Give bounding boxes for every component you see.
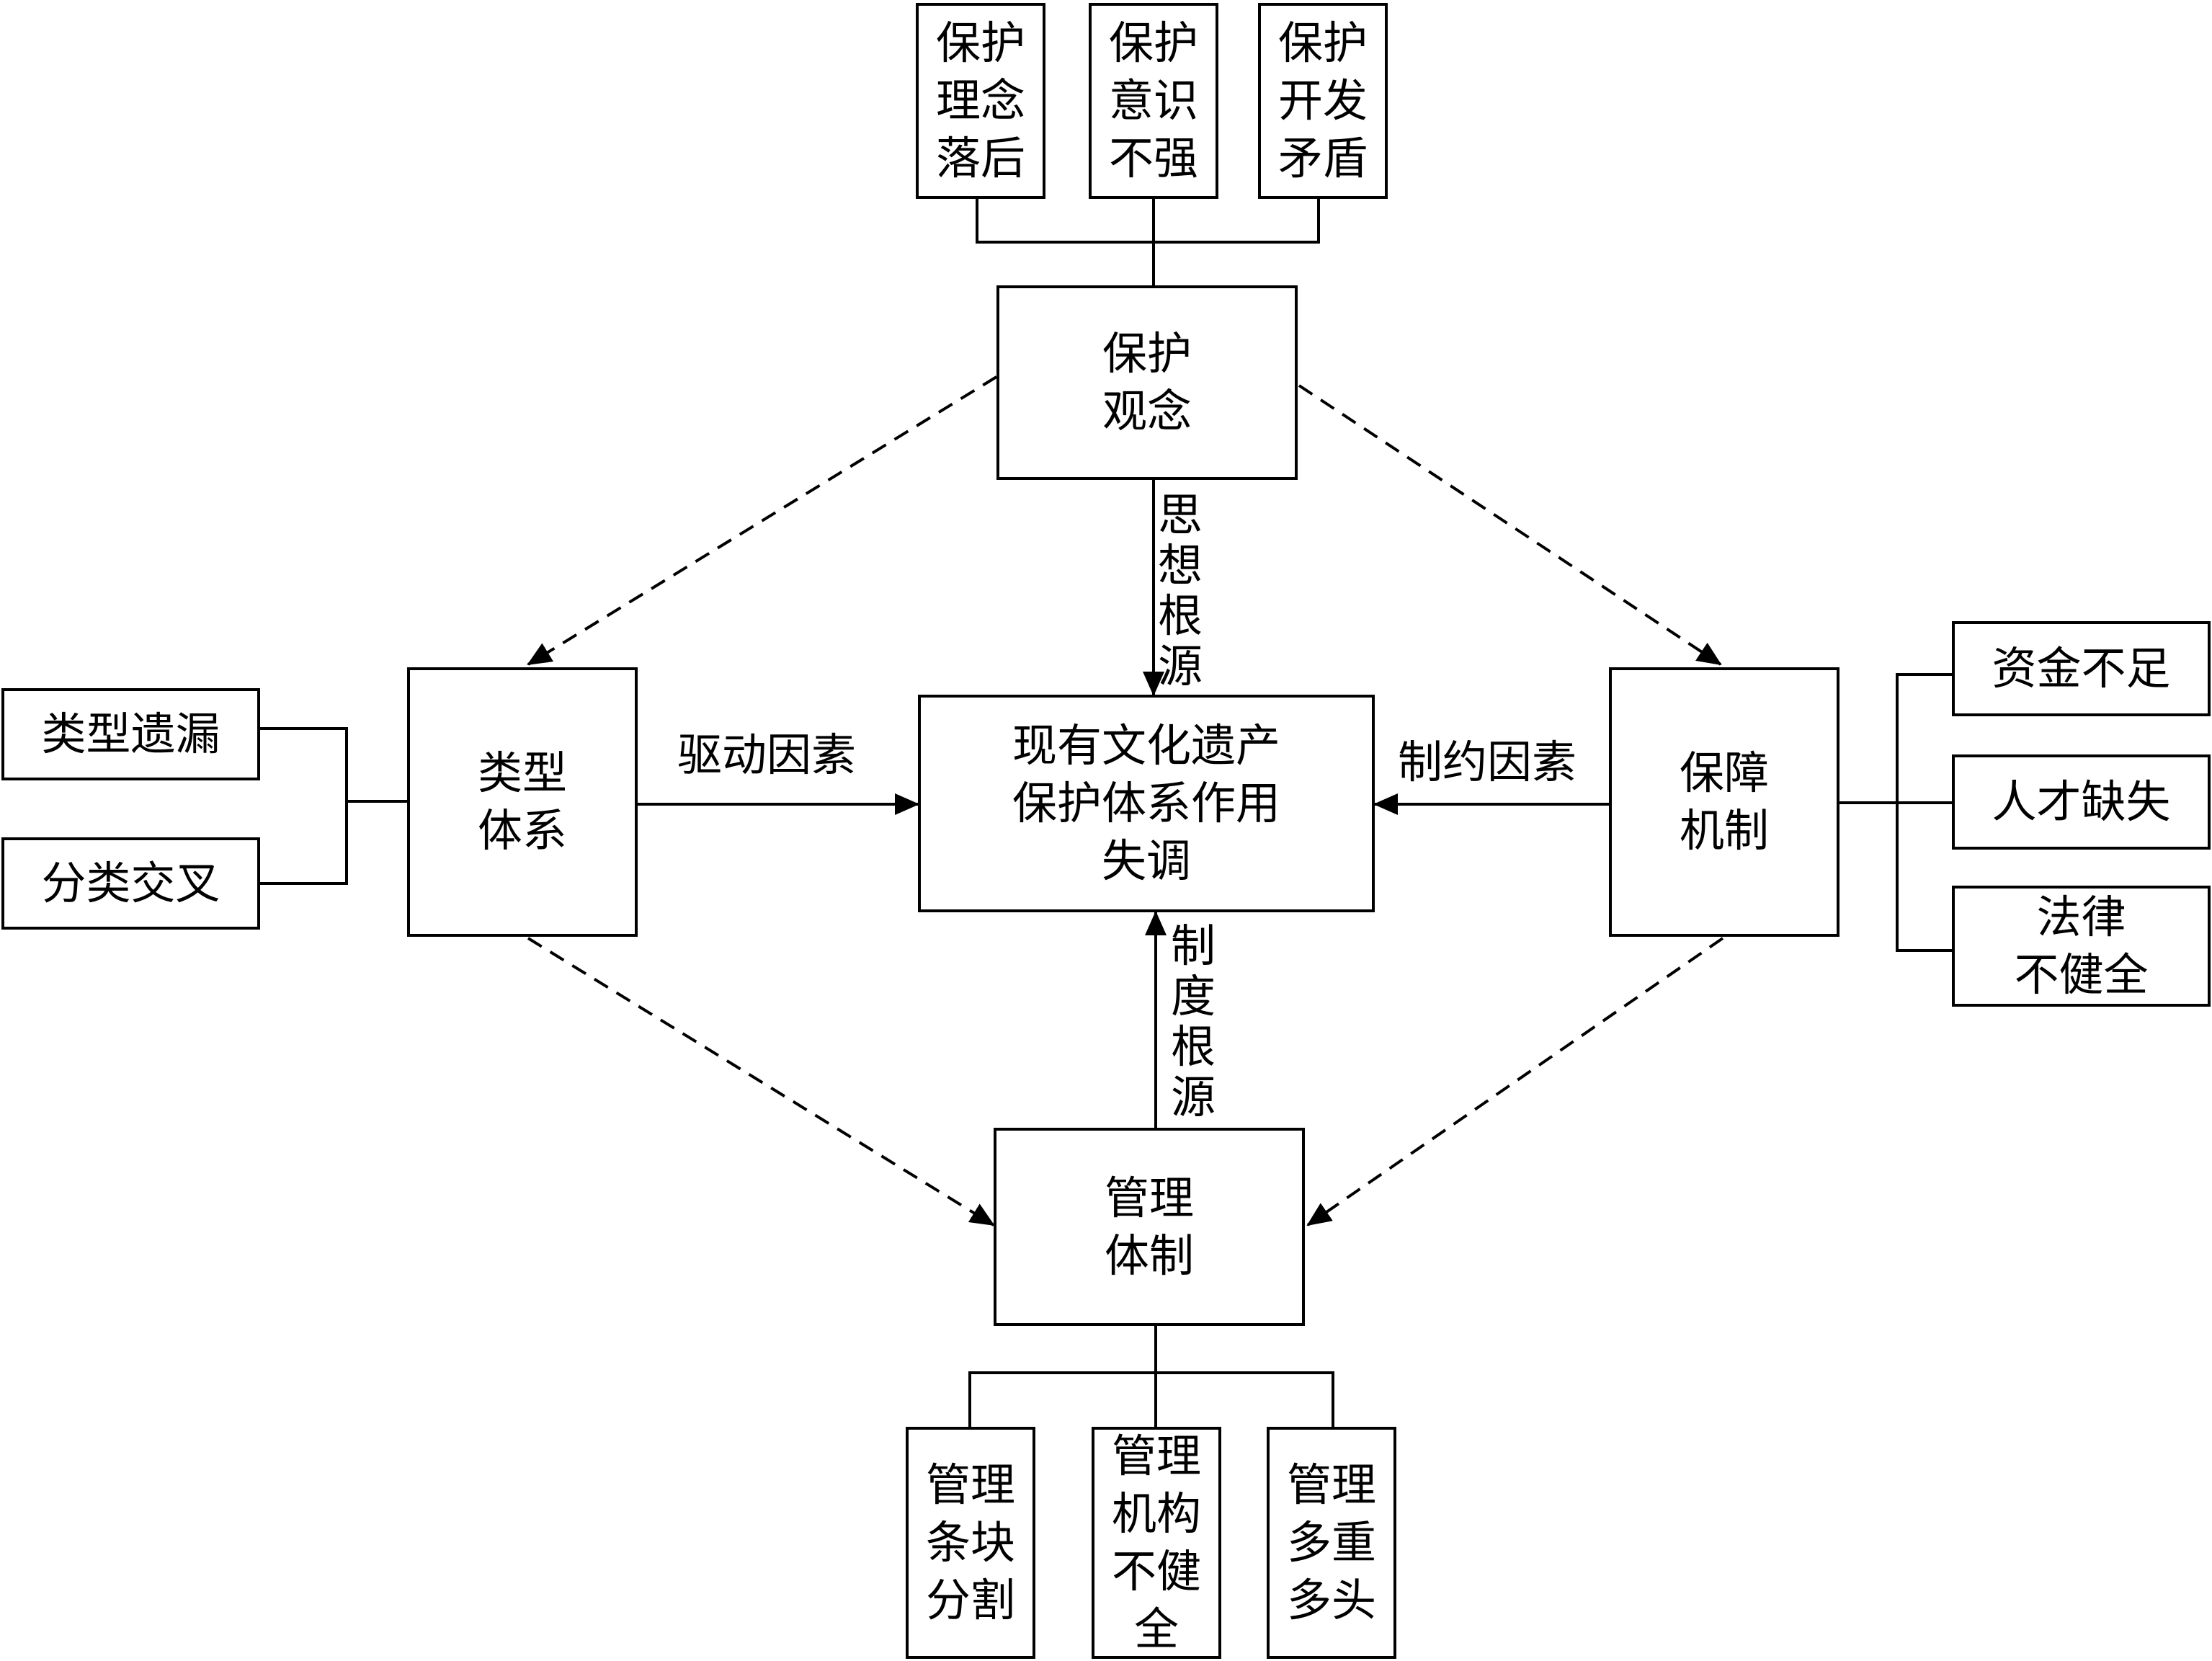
factor-box-law-incomplete: 法律 不健全 — [1952, 886, 2211, 1007]
factor-label: 分类交叉 — [41, 857, 220, 909]
factor-label: 法律 不健全 — [2014, 891, 2149, 1001]
node-label: 类型 体系 — [477, 747, 567, 857]
factor-label: 保护 意识 不强 — [1108, 17, 1198, 184]
node-type-system: 类型 体系 — [407, 667, 638, 937]
factor-box-multiple-heads: 管理 多重 多头 — [1267, 1427, 1396, 1659]
concept-to-guarantee-arrow — [1298, 384, 1722, 666]
node-label: 保障 机制 — [1679, 747, 1769, 857]
solid-arrows — [638, 480, 1609, 1128]
right-factors-connector — [1837, 673, 1952, 952]
type-to-management-arrow — [527, 937, 995, 1226]
factor-label: 资金不足 — [1992, 642, 2171, 695]
factor-label: 类型遗漏 — [41, 708, 220, 760]
factor-label: 管理 条块 分割 — [925, 1459, 1015, 1626]
node-label: 保护 观念 — [1102, 327, 1192, 437]
concept-to-type-arrow — [527, 375, 998, 666]
edge-label-ideological-root: 思 想 根 源 — [1157, 489, 1203, 693]
top-factors-connector — [976, 199, 1320, 285]
factor-label: 人才缺失 — [1992, 775, 2171, 828]
node-guarantee-mechanism: 保障 机制 — [1609, 667, 1839, 937]
factor-box-institution-incomplete: 管理 机构 不健 全 — [1092, 1427, 1221, 1659]
factor-box-classification-overlap: 分类交叉 — [1, 837, 260, 930]
bottom-factors-connector — [968, 1326, 1334, 1427]
factor-box-funding-shortage: 资金不足 — [1952, 621, 2211, 716]
node-center-dysfunction: 现有文化遗产 保护体系作用 失调 — [918, 695, 1375, 912]
dashed-arrows — [527, 375, 1724, 1226]
edge-label-driving-factor: 驱动因素 — [677, 729, 857, 781]
factor-box-development-conflict: 保护 开发 矛盾 — [1258, 3, 1388, 199]
guarantee-to-management-arrow — [1306, 937, 1724, 1226]
node-protection-concept: 保护 观念 — [996, 285, 1298, 480]
left-factors-connector — [260, 727, 407, 885]
factor-label: 保护 开发 矛盾 — [1277, 17, 1368, 184]
edge-label-constraint-factor: 制约因素 — [1398, 736, 1577, 788]
factor-label: 管理 机构 不健 全 — [1111, 1430, 1201, 1655]
node-management-system: 管理 体制 — [994, 1128, 1305, 1326]
center-label: 现有文化遗产 保护体系作用 失调 — [1012, 719, 1280, 887]
factor-box-awareness-weak: 保护 意识 不强 — [1089, 3, 1218, 199]
factor-label: 管理 多重 多头 — [1286, 1459, 1376, 1626]
factor-box-type-omission: 类型遗漏 — [1, 688, 260, 780]
factor-box-fragmented-management: 管理 条块 分割 — [906, 1427, 1035, 1659]
node-label: 管理 体制 — [1104, 1171, 1194, 1282]
factor-label: 保护 理念 落后 — [935, 17, 1025, 184]
factor-box-talent-lack: 人才缺失 — [1952, 754, 2211, 850]
edge-label-institutional-root: 制 度 根 源 — [1170, 919, 1216, 1123]
factor-box-concept-outdated: 保护 理念 落后 — [916, 3, 1045, 199]
